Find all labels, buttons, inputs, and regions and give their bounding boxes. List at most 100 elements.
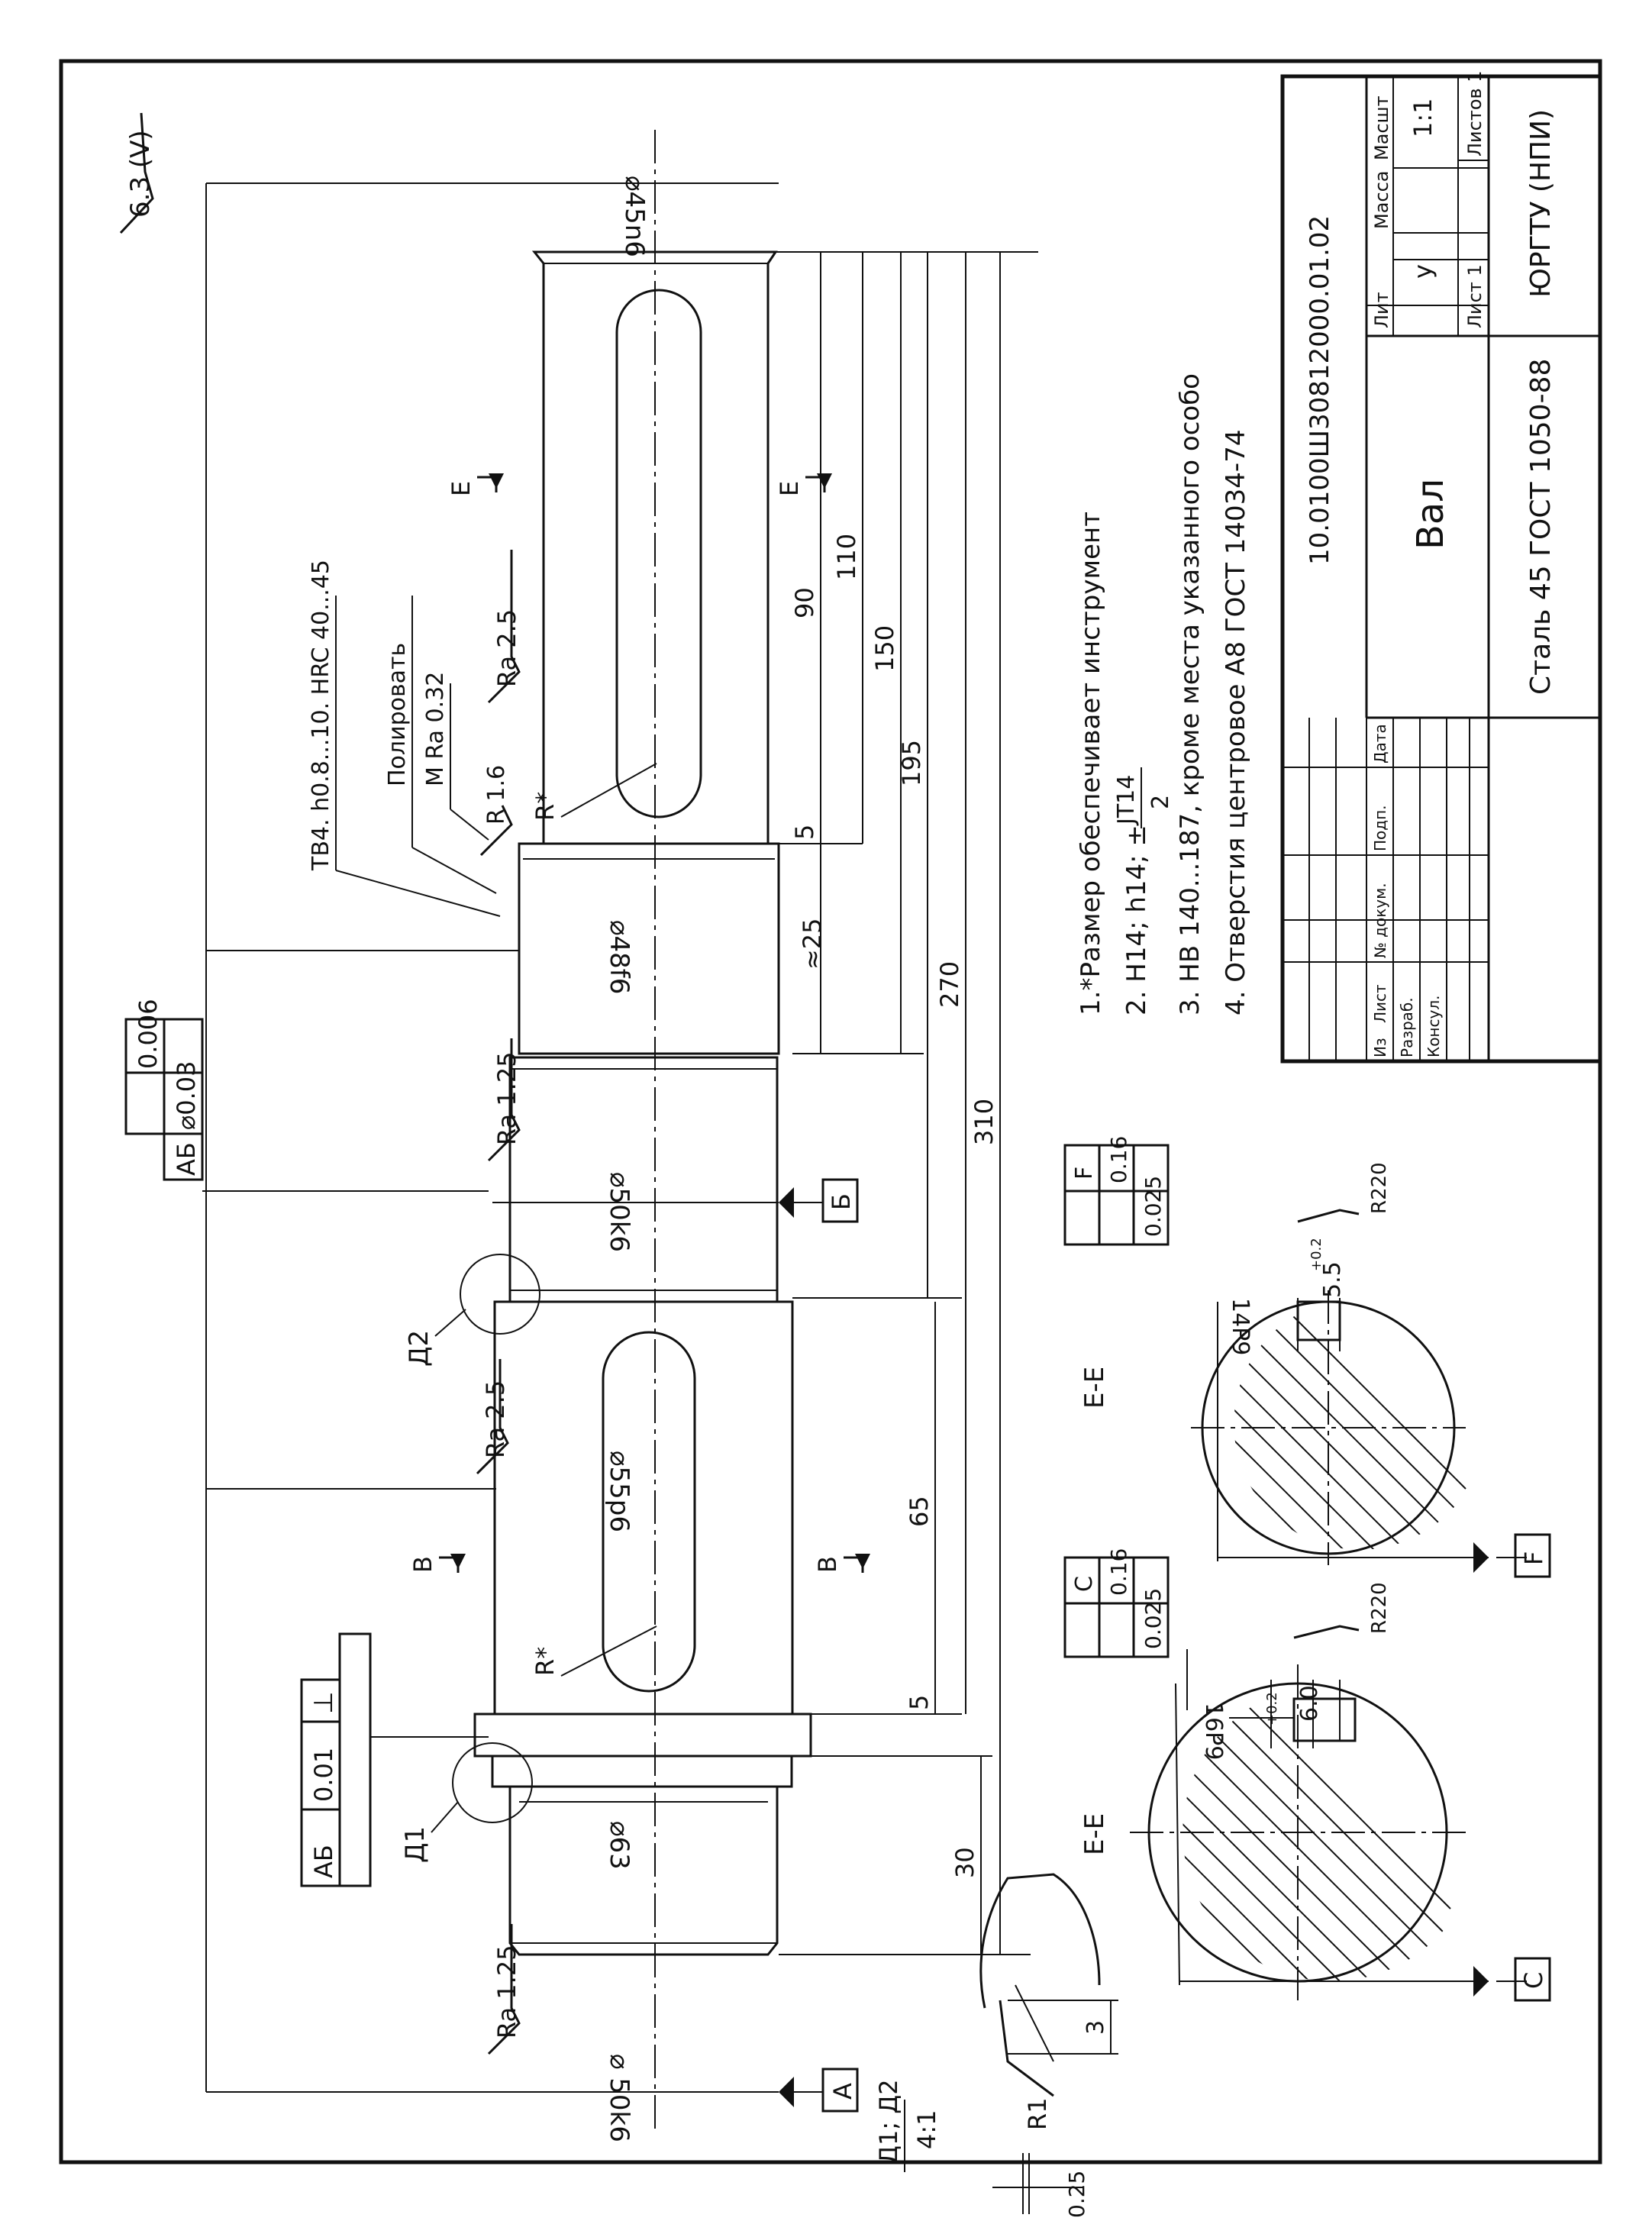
detail-dim-3: 3	[1083, 2020, 1109, 2035]
section-v-markers: В В	[408, 1554, 870, 1573]
dim-d48f6: ⌀48f6	[604, 920, 634, 994]
concentricity-ref: АБ	[172, 1142, 201, 1176]
roughness-ra125-mid: Ra 1.25	[487, 1038, 521, 1162]
tech-note-3: 3. НВ 140...187, кроме места указанного …	[1175, 373, 1205, 1015]
sec2-ref-f: F	[1071, 1167, 1098, 1180]
dim-150: 150	[870, 625, 899, 672]
dim-d50k6-right: ⌀50k6	[604, 1172, 634, 1252]
concentricity-value: ⌀0.03	[172, 1060, 201, 1130]
dim-270: 270	[935, 961, 964, 1008]
title-doc-number: 10.0100Ш30812000.01.02	[1305, 215, 1335, 565]
title-col-date: Дата	[1371, 724, 1389, 763]
perp-symbol: ⊥	[308, 1691, 339, 1714]
dim-6-0: 6.0	[1296, 1685, 1323, 1722]
section-e-top: Е	[447, 481, 476, 496]
title-lit-value: у	[1408, 264, 1437, 279]
roughness-ra125-mid-label: Ra 1.25	[492, 1051, 521, 1145]
technical-notes: 1.*Размер обеспечивает инструмент 2. H14…	[1076, 373, 1251, 1015]
tech-note-2-num: JT14	[1113, 775, 1140, 826]
tech-note-4: 4. Отверстия центровое А8 ГОСТ 14034-74	[1221, 430, 1251, 1015]
section-e-bottom: Е	[775, 481, 804, 496]
sec2-par-val: 0.025	[1141, 1176, 1166, 1237]
datum-b: Б	[779, 1178, 859, 1223]
dim-5b: 5	[905, 1695, 934, 1710]
dim-d55p6: ⌀55p6	[604, 1451, 634, 1532]
detail-d2-label: Д2	[404, 1330, 434, 1367]
sheet-border	[59, 59, 1602, 2165]
roughness-ra25-right-label: Ra 2.5	[492, 609, 521, 687]
title-col-doc: № докум.	[1371, 883, 1389, 958]
title-row-konsul: Консул.	[1425, 996, 1443, 1057]
roughness-ra25-mid: Ra 2.5	[476, 1359, 510, 1475]
title-lit-label: Лит	[1371, 292, 1392, 328]
perp-value: 0.01	[309, 1748, 338, 1802]
roughness-r220-left: R220	[1368, 1582, 1391, 1634]
heat-treat-leader: ТВ4. h0.8...10. HRC 40...45 Полировать M…	[308, 560, 501, 917]
datum-f-label: F	[1519, 1551, 1548, 1565]
dim-d45n6: ⌀45n6	[619, 176, 650, 257]
section-v-top: В	[408, 1556, 437, 1573]
dim-30: 30	[950, 1847, 979, 1878]
title-sheet-label: Лист 1	[1464, 264, 1486, 328]
sec1-par-val: 0.025	[1141, 1588, 1166, 1649]
dim-d63: ⌀63	[604, 1821, 634, 1870]
title-col-izm: Из	[1371, 1038, 1389, 1057]
length-dimensions: 90 5 110 150 195 ≈25 270 310 65 5 30	[776, 251, 1038, 1955]
r-star-2-label: R*	[531, 1647, 560, 1676]
title-sheets-label: Листов 1	[1464, 70, 1486, 157]
sec1-sym-val: 0.16	[1106, 1548, 1131, 1596]
title-col-sign: Подп.	[1371, 805, 1389, 851]
tech-note-1: 1.*Размер обеспечивает инструмент	[1076, 512, 1106, 1015]
roughness-ra125-left-label: Ra 1.25	[492, 1945, 521, 2039]
section-label-right: E-E	[1079, 1367, 1110, 1409]
tolerance-frame-runout: 0.006 ⌀0.03 АБ	[124, 999, 489, 1192]
sec2-sym-val: 0.16	[1106, 1136, 1131, 1183]
section-e-markers: Е Е	[447, 473, 832, 496]
r-star-1: R*	[531, 763, 657, 821]
detail-r1: R1	[1023, 2097, 1052, 2130]
datum-a: А	[779, 2068, 859, 2113]
polish-note: Полировать	[384, 643, 411, 786]
section-label-left: E-E	[1079, 1813, 1110, 1855]
roughness-ra125-left: Ra 1.25	[487, 1924, 521, 2055]
r-star-2: R*	[531, 1625, 657, 1677]
section-left-dims: 16P9 R220 6.0 +0.2 C C 0.16 0.025	[1063, 1548, 1551, 2002]
section-left	[1130, 1664, 1466, 2000]
detail-title: Д1; Д2	[874, 2079, 903, 2165]
roughness-r16-label: R 1.6	[483, 765, 510, 825]
dim-195: 195	[897, 740, 926, 786]
general-roughness-label: 6.3 (V)	[125, 130, 156, 218]
roughness-ra25-mid-label: Ra 2.5	[481, 1380, 510, 1458]
general-roughness-symbol: 6.3 (V)	[119, 112, 156, 234]
dim-5-5-tol: +0.2	[1308, 1238, 1325, 1271]
title-scale-value: 1:1	[1408, 98, 1437, 138]
detail-marker-d2: Д2	[404, 1254, 540, 1367]
title-material: Сталь 45 ГОСТ 1050-88	[1525, 359, 1557, 695]
detail-scale: 4:1	[912, 2110, 941, 2150]
section-v-bottom: В	[813, 1556, 842, 1573]
tolerance-frame-perpendicularity: ⊥ 0.01 АБ	[300, 1632, 489, 1887]
dim-6-0-tol: +0.2	[1264, 1692, 1280, 1725]
tech-note-2: 2. H14; h14; ±	[1121, 825, 1152, 1015]
title-mass-label: Масса	[1371, 170, 1392, 229]
dim-90: 90	[790, 587, 819, 618]
detail-view: Д1; Д2 4:1 3 R1 0.25	[874, 1873, 1118, 2218]
roughness-r220-right: R220	[1368, 1162, 1391, 1214]
section-right-dims: 14P9 R220 5.5 +0.2 F F 0.16 0.025	[1063, 1136, 1551, 1578]
detail-marker-d1: Д1	[400, 1742, 533, 1863]
title-org: ЮРГТУ (НПИ)	[1525, 109, 1557, 298]
diameter-extension-lines	[205, 182, 779, 2093]
dim-5a: 5	[790, 825, 819, 840]
dim-310: 310	[970, 1099, 999, 1145]
detail-0-25: 0.25	[1064, 2171, 1089, 2218]
title-row-razrab: Разраб.	[1398, 997, 1416, 1057]
dim-110: 110	[832, 534, 861, 580]
title-block: 10.0100Ш30812000.01.02 Вал Сталь 45 ГОСТ…	[1280, 70, 1602, 1064]
dim-5-5: 5.5	[1319, 1261, 1346, 1298]
title-part-name: Вал	[1409, 479, 1452, 550]
sec1-ref-c: C	[1071, 1576, 1098, 1592]
roughness-r16: R 1.6	[479, 765, 513, 857]
polish-ra-note: M Ra 0.32	[422, 672, 449, 786]
shaft-main-view	[473, 130, 812, 2130]
